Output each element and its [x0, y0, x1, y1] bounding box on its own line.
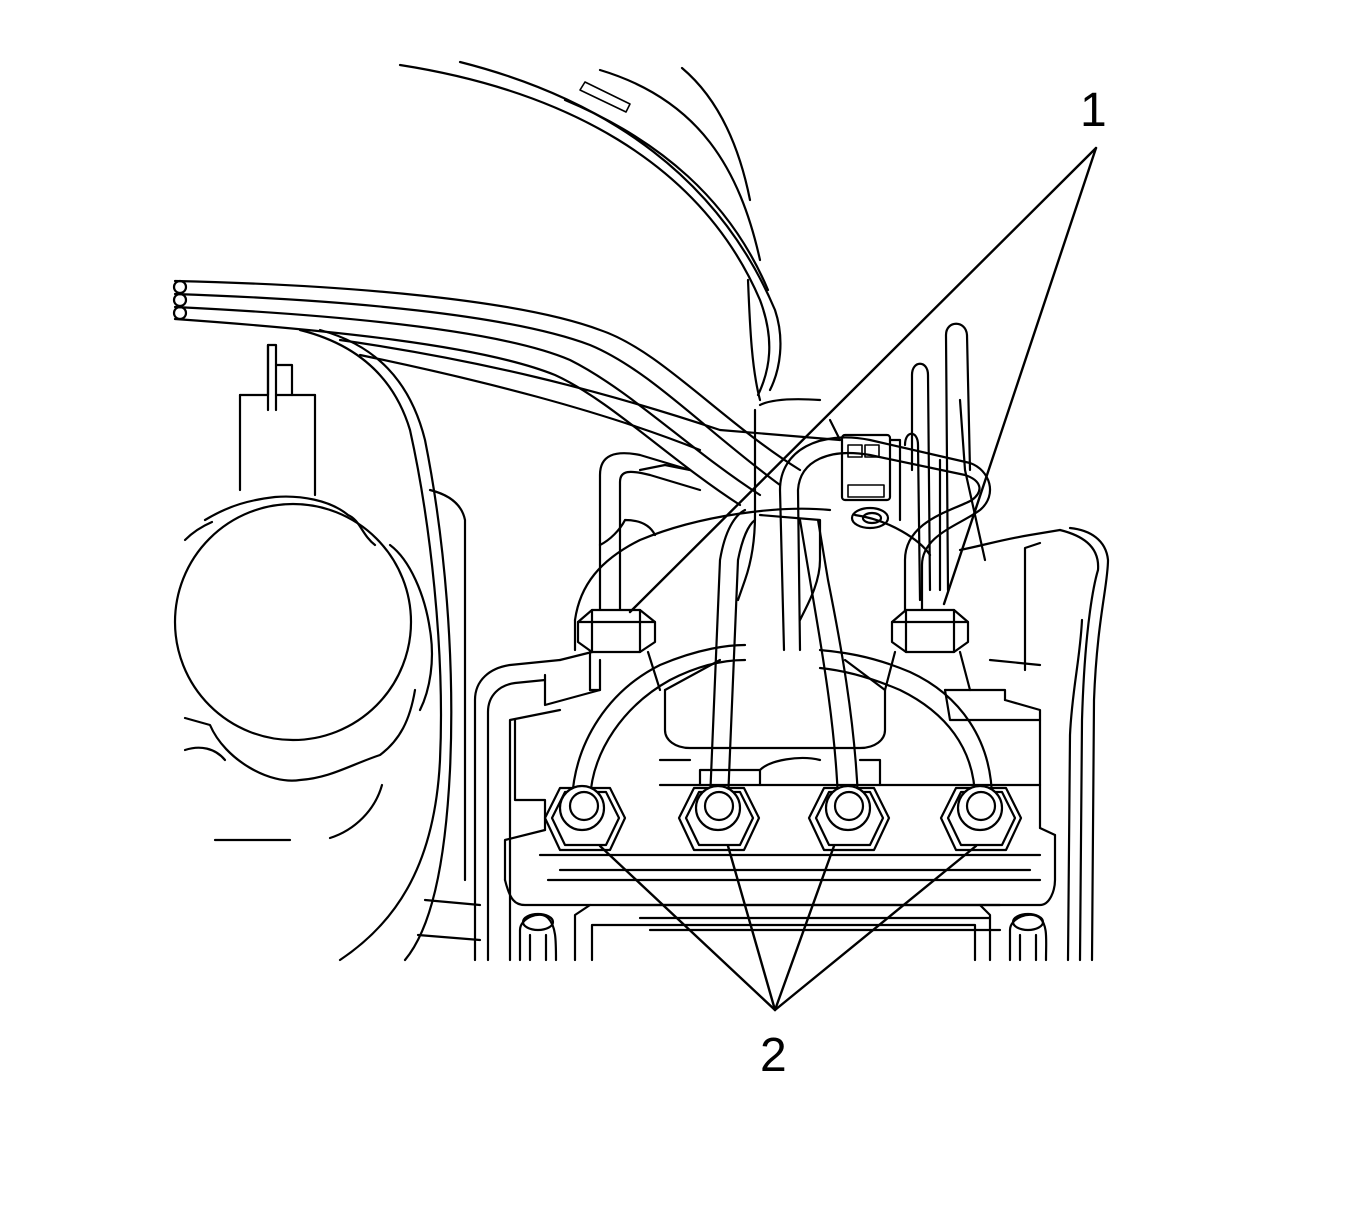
upper-hose-curves	[398, 60, 782, 402]
tube-port1-right	[778, 436, 991, 652]
port2-nut-2	[677, 784, 761, 852]
callout-label-1: 1	[1080, 84, 1107, 137]
port2-nut-1	[543, 784, 627, 852]
upright-pipes	[903, 322, 987, 602]
callout-label-2: 2	[760, 1029, 787, 1082]
port2-fittings	[543, 784, 1023, 852]
port1-fittings	[576, 608, 972, 692]
port2-nut-4	[939, 784, 1023, 852]
callout-2-leaders	[598, 844, 978, 1012]
left-component	[173, 343, 434, 842]
brake-lines-left	[172, 279, 842, 507]
tube-port1-left	[598, 452, 702, 617]
center-bracket	[736, 398, 902, 622]
lower-brake-lines	[570, 508, 994, 802]
left-curved-panel	[298, 328, 482, 962]
modulator-body	[473, 463, 1110, 962]
callout-1-leaders	[628, 146, 1098, 614]
port2-nut-3	[807, 784, 891, 852]
